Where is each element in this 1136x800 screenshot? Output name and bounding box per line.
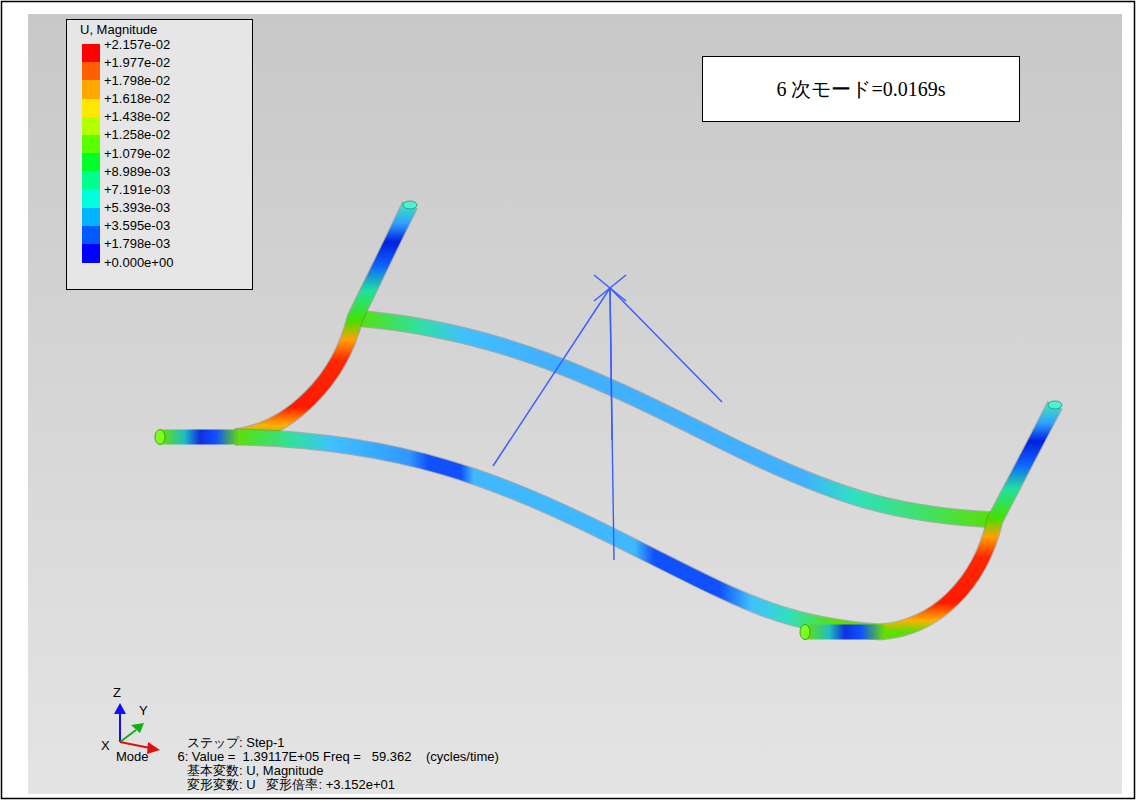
box-text: 6 次モード=0.0169s (776, 76, 945, 103)
legend-swatch (82, 171, 100, 190)
legend-value: +7.191e-03 (104, 182, 170, 197)
axis-label: Y (139, 703, 148, 718)
axis-label: Z (113, 685, 121, 700)
legend-value: +5.393e-03 (104, 200, 170, 215)
legend-swatch (82, 62, 100, 81)
legend-swatch (82, 44, 100, 63)
mode-period-box: 6 次モード=0.0169s (702, 56, 1020, 122)
legend-swatch (82, 189, 100, 208)
legend-value: +1.079e-02 (104, 146, 170, 161)
end-cap (155, 430, 165, 445)
legend-swatch (82, 117, 100, 136)
legend-value: +0.000e+00 (104, 255, 173, 270)
legend-value: +8.989e-03 (104, 164, 170, 179)
axis-label: X (101, 738, 110, 753)
end-cap (800, 625, 810, 640)
legend-value: +1.798e-02 (104, 73, 170, 88)
legend-swatch (82, 153, 100, 172)
left-stub (160, 430, 240, 445)
status-text: Mode 6: Value = 1.39117E+05 Freq = 59.36… (116, 749, 499, 764)
coupling-lines (493, 275, 722, 560)
status-text: 変形変数: U 変形倍率: +3.152e+01 (187, 777, 395, 792)
back-rail (355, 318, 995, 520)
legend-swatch (82, 226, 100, 245)
legend-value: +1.438e-02 (104, 109, 170, 124)
right-upright (880, 405, 1055, 632)
legend-title: U, Magnitude (80, 22, 157, 37)
status-text: 基本変数: U, Magnitude (187, 763, 324, 778)
legend-value: +1.258e-02 (104, 127, 170, 142)
legend-swatch (82, 99, 100, 118)
legend-swatch (82, 135, 100, 154)
legend-swatch (82, 208, 100, 227)
end-cap (403, 201, 417, 209)
legend-swatch (82, 244, 100, 263)
legend-value: +3.595e-03 (104, 218, 170, 233)
legend-value: +1.798e-03 (104, 236, 170, 251)
legend-value: +1.618e-02 (104, 91, 170, 106)
legend-swatch (82, 80, 100, 99)
left-upright (235, 205, 410, 437)
legend-panel (67, 20, 253, 290)
legend-value: +2.157e-02 (104, 37, 170, 52)
axis-triad (114, 703, 160, 754)
viewport-ground (28, 14, 1122, 794)
status-text: ステップ: Step-1 (187, 735, 285, 750)
legend-value: +1.977e-02 (104, 55, 170, 70)
front-rail (235, 437, 880, 632)
right-stub (805, 625, 885, 640)
end-cap (1048, 401, 1062, 409)
